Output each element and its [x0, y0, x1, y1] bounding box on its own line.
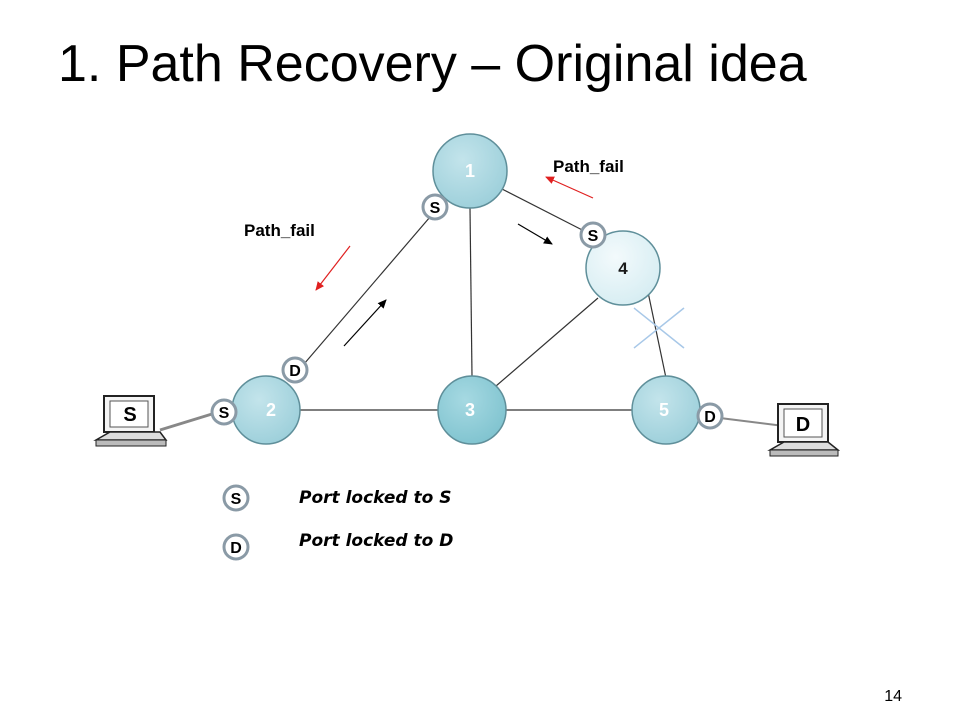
link-1-2 — [291, 209, 437, 379]
destination-host-label: D — [796, 414, 810, 436]
destination-host-laptop: D — [767, 403, 841, 457]
node-3: 3 — [437, 375, 507, 445]
node-5-label: 5 — [659, 400, 669, 420]
path-fail-arrow-right — [545, 176, 594, 199]
port-node4-s-letter: S — [588, 228, 599, 245]
page-number: 14 — [884, 688, 902, 705]
node-1: 1 — [432, 133, 508, 209]
port-node2-d-letter: D — [289, 363, 301, 380]
link-3-4 — [495, 297, 599, 387]
slide-title: 1. Path Recovery – Original idea — [58, 35, 807, 93]
link-5-destination — [719, 417, 785, 427]
source-host-laptop: S — [93, 395, 168, 447]
node-2-label: 2 — [266, 400, 276, 420]
legend-port-locked-d: D Port locked to D — [222, 531, 453, 561]
node-4: 4 — [585, 230, 661, 306]
legend-d-text: Port locked to D — [299, 531, 453, 551]
path-arrow-3-to-1 — [343, 299, 387, 347]
legend-port-locked-s: S Port locked to S — [222, 484, 451, 512]
port-node1-s: S — [421, 193, 449, 221]
path-fail-label-right: Path_fail — [553, 157, 624, 176]
port-node2-d: D — [281, 356, 309, 384]
node-3-label: 3 — [465, 400, 475, 420]
source-host-label: S — [123, 404, 136, 426]
port-node2-s-letter: S — [219, 405, 230, 422]
node-2: 2 — [231, 375, 301, 445]
port-node1-s-letter: S — [430, 200, 441, 217]
legend-s-text: Port locked to S — [299, 488, 451, 508]
node-4-label: 4 — [618, 259, 628, 278]
node-1-label: 1 — [465, 161, 475, 181]
link-1-3 — [469, 207, 473, 377]
link-failure-mark — [633, 307, 685, 349]
port-node5-d: D — [696, 402, 724, 430]
path-fail-label-left: Path_fail — [244, 221, 315, 240]
link-1-4 — [499, 187, 595, 237]
link-4-5-failed — [647, 291, 667, 379]
node-5: 5 — [631, 375, 701, 445]
link-source-2 — [159, 412, 213, 432]
port-node4-s: S — [579, 221, 607, 249]
legend-s-letter: S — [231, 491, 242, 508]
port-node2-s: S — [210, 398, 238, 426]
path-arrow-1-to-4 — [517, 223, 553, 245]
path-fail-arrow-left — [315, 245, 351, 291]
port-node5-d-letter: D — [704, 409, 716, 426]
legend-d-letter: D — [230, 540, 242, 557]
